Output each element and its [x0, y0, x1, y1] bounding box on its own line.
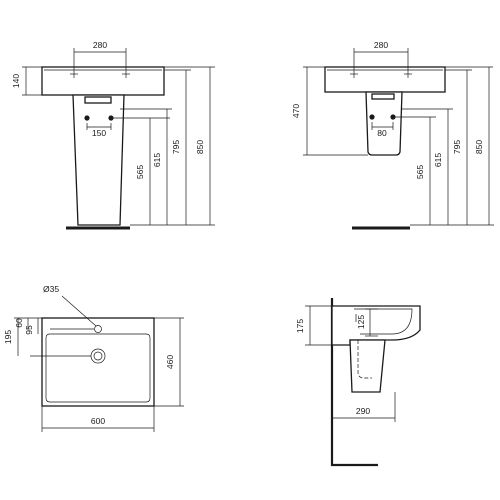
leader-tap-hole: [61, 295, 97, 327]
dim-label-795-2: 795: [452, 140, 462, 154]
dim-label-175: 175: [295, 319, 305, 333]
dim-label-615-2: 615: [433, 153, 443, 167]
dim-label-280-2: 280: [374, 40, 388, 50]
basin-section: [331, 305, 421, 346]
basin-outline-plan: [41, 317, 155, 407]
dim-label-280: 280: [93, 40, 107, 50]
dim-label-95: 95: [24, 325, 34, 335]
side-view: 175 125 290: [295, 298, 421, 467]
pedestal: [72, 94, 125, 226]
pedestal-neck: [84, 96, 112, 104]
wall-and-floor: [330, 298, 378, 467]
front-view-semi-pedestal: 280 470 80 565 615 795 850: [291, 40, 494, 230]
dim-label-850: 850: [195, 140, 205, 154]
waste-point-left: [84, 115, 90, 121]
semi-pedestal: [365, 91, 403, 156]
basin-body-2: [324, 66, 446, 93]
dim-label-80: 80: [377, 128, 387, 138]
dim-label-850-2: 850: [474, 140, 484, 154]
dim-label-460: 460: [165, 355, 175, 369]
waste-pipe-hidden: [357, 340, 372, 379]
dim-label-615: 615: [152, 153, 162, 167]
dim-label-470: 470: [291, 104, 301, 118]
dim-label-tap-hole: Ø35: [43, 284, 59, 294]
dim-label-150: 150: [92, 128, 106, 138]
tap-hole-plan: [94, 325, 102, 333]
dim-label-125: 125: [356, 315, 366, 329]
dim-label-795: 795: [171, 140, 181, 154]
dim-label-195: 195: [3, 330, 13, 344]
semi-pedestal-section: [349, 339, 386, 393]
dim-label-60: 60: [14, 318, 24, 328]
dim-label-565: 565: [135, 165, 145, 179]
basin-body: [41, 66, 165, 96]
waste-outlet-inner: [93, 351, 103, 361]
bowl-outline: [45, 333, 151, 403]
dim-label-290: 290: [356, 406, 370, 416]
dim-label-140: 140: [11, 74, 21, 88]
bowl-section: [354, 308, 413, 335]
waste-point-left-2: [369, 114, 375, 120]
plan-view: Ø35 195 60 95 460 600: [3, 284, 184, 432]
dim-label-565-2: 565: [415, 165, 425, 179]
front-view-pedestal: 280 140 150 565 615 795 850: [11, 40, 215, 230]
dim-label-600: 600: [91, 416, 105, 426]
